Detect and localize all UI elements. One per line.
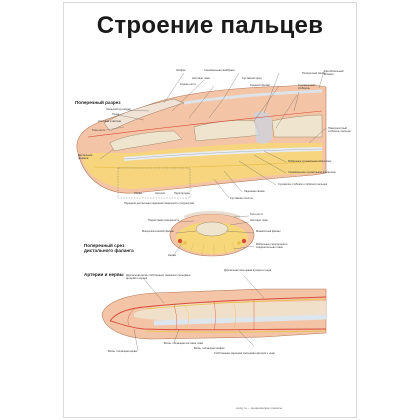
label-distal-phalanx: Дистальная фаланга — [78, 154, 93, 160]
finger-fat-pad — [82, 143, 322, 189]
poster-title: Строение пальцев — [96, 12, 324, 39]
proximal-phalanx — [271, 114, 323, 138]
cross-bone — [195, 221, 229, 237]
label-synovial-sheath: Синовиальное сухожильное влагалище — [288, 171, 336, 174]
palmar-nerve-longitudinal — [93, 160, 323, 169]
label-nerve-branch: Ветвь, питающая нервы — [108, 350, 138, 353]
label-lunula: Лунка — [112, 113, 120, 116]
distal-phalanx — [109, 130, 183, 152]
leader-lines-cross — [173, 215, 255, 256]
label-joint-cavity: Суставная полость — [230, 197, 254, 200]
flexor-tendon-outline — [123, 148, 323, 160]
dorsal-artery-longitudinal — [87, 110, 323, 138]
dorsal-digital-nerve — [145, 298, 327, 310]
label-palmar-ligament: Ладонная связка — [244, 190, 265, 193]
label-fibrous-sheath: Фиброзное сухожильное влагалище — [288, 160, 332, 163]
label-nail-root: Корень ногтя — [180, 83, 196, 86]
label-nerves-pad: Нервы — [134, 192, 143, 195]
palmar-digital-nerve — [145, 330, 327, 333]
label-nail-plate: Ногтевая пластина — [98, 120, 121, 123]
label-palmar-digital-artery: Собственная ладонная пальцевая артерия и… — [214, 352, 275, 355]
label-arteries-pad: Артерии — [155, 192, 166, 195]
label-nail-bed: Ногтевое ложе — [192, 77, 210, 80]
diagram-canvas — [76, 70, 327, 352]
cross-septa — [189, 242, 237, 256]
label-deep-flexor-tendon: Сухожилие глубокого сгибателя пальцев — [278, 183, 328, 186]
finger-longitudinal-illustration — [76, 84, 327, 199]
joint-capsule — [254, 111, 272, 144]
cross-nerve-right — [237, 241, 241, 245]
poster: Строение пальцев — [63, 2, 357, 418]
label-septum-pad: Перегородка — [174, 192, 190, 195]
section-title-arteries: Артерии и нервы — [84, 272, 124, 277]
label-epiphysis-branch: Ветвь, питающая эпифиз — [194, 347, 225, 350]
cross-fat — [176, 222, 248, 254]
finger-arteries-illustration — [101, 288, 327, 340]
leader-lines-arteries — [133, 275, 265, 352]
cross-nail — [183, 211, 241, 219]
label-nail-bed-branch: Ветвь, питающая ногтевое ложе — [164, 342, 204, 345]
label-flexor-tendon: Сухожильный сгибатель — [298, 84, 315, 90]
label-cross-nail-body: Тело ногтя — [250, 213, 263, 216]
section-title-longitudinal: Поперечный разрез — [75, 100, 121, 105]
artery-branches — [127, 299, 255, 332]
finger-cross-section-illustration — [169, 211, 255, 257]
label-middle-phalanx: Средний фаланг — [250, 84, 271, 87]
dorsal-digital-artery — [109, 296, 327, 322]
label-dorsal-digital-artery: Дорсальная пальцевая артерия и нерв — [224, 269, 272, 272]
label-fibrous-septa: Фиброзные перегородки и соединительная т… — [256, 243, 288, 249]
label-microscopic-phalanx: Микроскопический фаланг — [142, 230, 175, 233]
label-nail-body: Тело ногтя — [92, 129, 105, 132]
cross-artery-left — [177, 238, 183, 244]
footer-source: sovig.ru — медицинские плакаты — [236, 406, 282, 410]
artery-finger-tendon — [153, 314, 327, 326]
label-epiphysis: Эпифиз — [176, 69, 186, 72]
label-cross-nerves: Нервы — [168, 254, 177, 257]
section-title-cross: Поперечный срез дистального фаланга — [84, 243, 134, 254]
label-interosseous-phalanx: Межкостный фаланг — [256, 230, 281, 233]
palmar-digital-artery — [109, 320, 327, 331]
extensor-tendon — [183, 89, 323, 105]
label-superficial-flexor: Поверхностный сгибатель пальцев — [328, 127, 351, 133]
cross-nerve-left — [183, 241, 187, 245]
label-articular-cartilage: Суставной хрящ — [242, 77, 262, 80]
pad-inset-outline — [117, 167, 191, 199]
label-transverse-ligament: Поперечный связок — [302, 72, 326, 75]
label-extensor-apparatus: Разгибательный аппарат — [324, 70, 344, 76]
cross-artery-right — [241, 238, 247, 244]
label-palmar-pad-surface: Передняя дистальная ладонная поверхность… — [124, 202, 195, 205]
label-subungual-surface: Подкостевая поверхность — [148, 219, 180, 222]
label-cross-nail-bed: Ногтевое ложе — [250, 219, 268, 222]
label-eponychium: Эпонихий (кутикула) — [106, 108, 131, 111]
label-synovial-membrane: Синовиальная мембрана — [204, 69, 235, 72]
leader-lines-longitudinal — [99, 70, 327, 199]
label-dorsal-branch: Дорсальная ветвь собственных ладонных па… — [126, 274, 191, 280]
